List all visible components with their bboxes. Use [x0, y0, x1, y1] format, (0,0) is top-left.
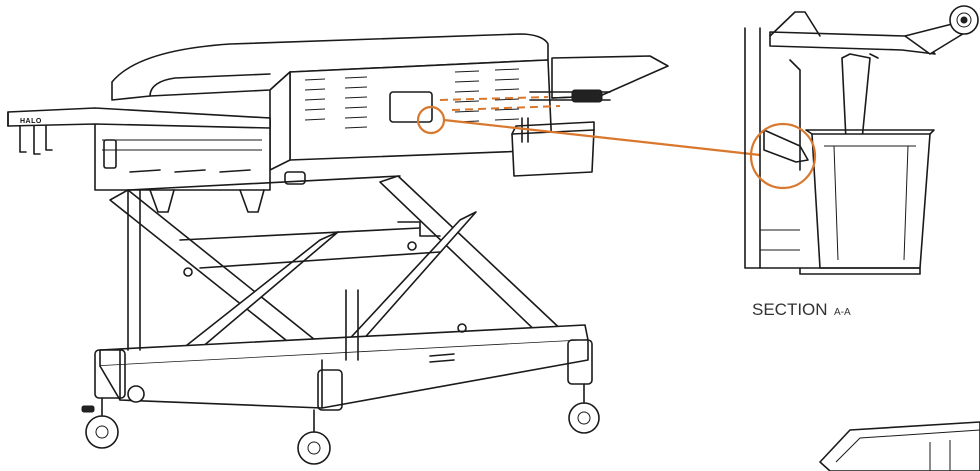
- section-detail: [744, 5, 979, 275]
- vent-slots: [304, 68, 520, 129]
- grease-cup: [511, 89, 611, 177]
- section-callout-circle: [749, 122, 817, 190]
- brand-logo: HALO: [20, 118, 42, 125]
- griddle-body: [94, 33, 553, 191]
- section-label-suffix: A-A: [834, 307, 851, 318]
- callout-leader-line: [443, 118, 761, 157]
- caster-wheels: [81, 383, 600, 465]
- partial-tray-view: [819, 421, 980, 471]
- cart-frame: [94, 175, 593, 411]
- left-side-shelf: HALO: [7, 107, 271, 155]
- section-label: SECTION: [752, 300, 828, 319]
- grease-channel-dashed: [439, 96, 549, 101]
